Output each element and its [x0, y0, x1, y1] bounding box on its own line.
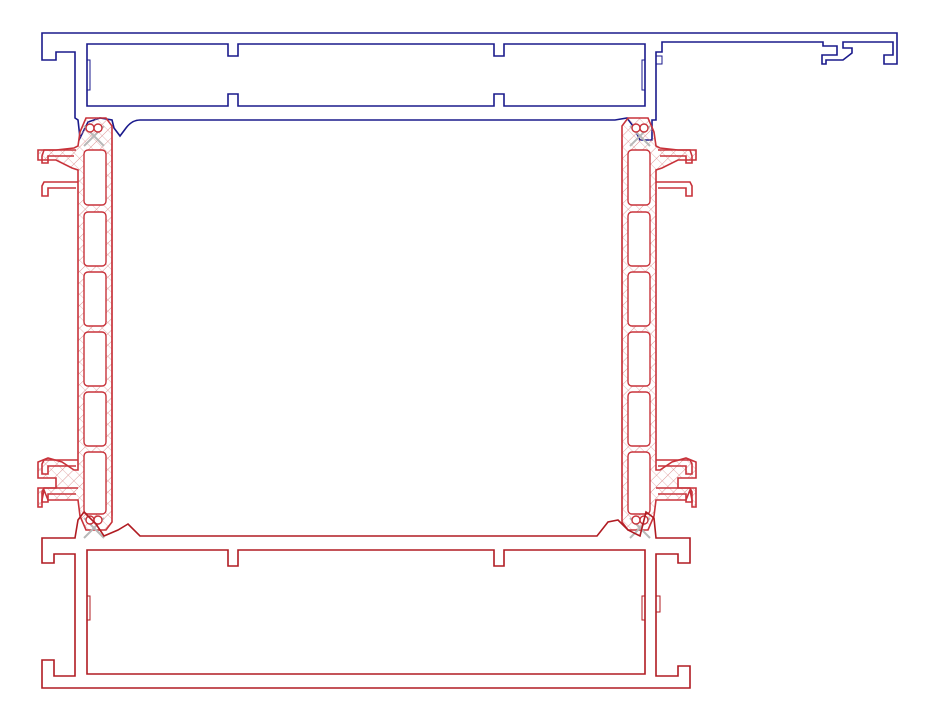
left-mullion-chamber-3	[83, 271, 107, 327]
bottom-profile-groove-right	[656, 595, 661, 613]
left-mullion-hook-lower-1	[41, 459, 78, 475]
right-mullion-hook-lower-1	[656, 459, 693, 475]
left-mullion-gasket-bottom-bead-b	[93, 515, 103, 525]
left-mullion-hook-top	[41, 149, 76, 164]
right-mullion-chamber-6	[627, 451, 651, 515]
left-mullion-gasket-top-bead-a	[85, 123, 95, 133]
bottom-profile-slot-right	[641, 595, 645, 621]
left-mullion-outline	[37, 117, 113, 531]
right-mullion-gasket-top-bead-b	[639, 123, 649, 133]
left-mullion-chamber-4	[83, 331, 107, 387]
left-mullion-gasket-top-bead-b	[93, 123, 103, 133]
left-mullion-hook-upper	[41, 181, 78, 197]
right-mullion-chamber-4	[627, 331, 651, 387]
right-mullion-chamber-2	[627, 211, 651, 267]
right-mullion-hook-top	[658, 149, 693, 164]
right-mullion-chamber-3	[627, 271, 651, 327]
right-mullion-outline	[621, 117, 697, 531]
bottom-profile-outer-contour	[41, 510, 691, 689]
left-mullion-chamber-2	[83, 211, 107, 267]
right-mullion-hook-lower-2	[656, 487, 693, 503]
left-mullion-chamber-1	[83, 149, 107, 206]
top-profile-outer-contour	[41, 32, 898, 141]
bottom-profile-inner-cavity	[86, 549, 646, 675]
right-mullion-gasket-top-bead-a	[631, 123, 641, 133]
top-profile-slot-right	[641, 59, 645, 91]
right-mullion-hook-upper	[656, 181, 693, 197]
right-mullion-chamber-5	[627, 391, 651, 447]
left-mullion	[37, 117, 113, 539]
top-profile	[41, 32, 898, 141]
left-mullion-chamber-6	[83, 451, 107, 515]
right-mullion-chamber-1	[627, 149, 651, 206]
right-mullion-gasket-bottom-bead-a	[631, 515, 641, 525]
right-mullion	[621, 117, 697, 539]
top-profile-inner-cavity	[86, 43, 646, 107]
top-profile-slot-left	[87, 59, 91, 91]
bottom-profile	[41, 510, 691, 689]
left-mullion-chamber-5	[83, 391, 107, 447]
left-mullion-hook-lower-2	[41, 487, 78, 503]
top-profile-right-groove	[656, 55, 663, 65]
bottom-profile-slot-left	[87, 595, 91, 621]
